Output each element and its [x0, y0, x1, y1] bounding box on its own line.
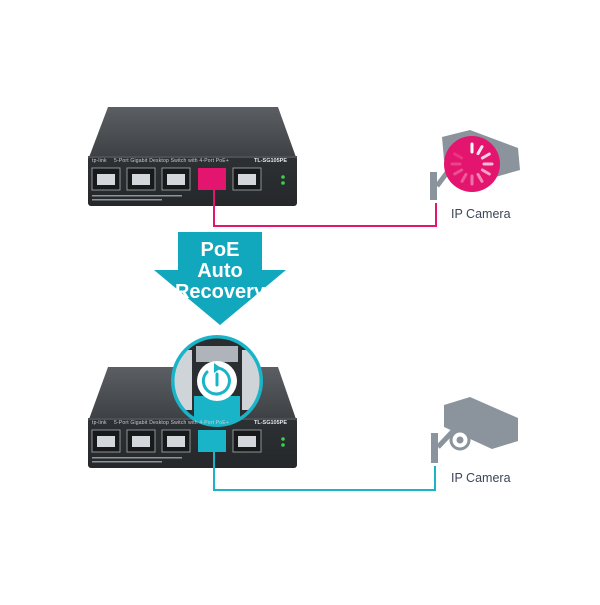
arrow-label-line-2: Auto [197, 260, 243, 282]
camera-top-icon [430, 130, 520, 200]
switch-bottom-spec: 5-Port Gigabit Desktop Switch with 4-Por… [114, 420, 229, 426]
switch-top-model: TL-SG105PE [254, 157, 288, 164]
camera-top-label: IP Camera [451, 207, 511, 221]
switch-bottom-brand: tp-link [92, 420, 107, 426]
recovery-arrow [154, 232, 286, 325]
loading-spinner-icon [450, 142, 494, 186]
switch-top-led [281, 175, 285, 179]
switch-top-brand: tp-link [92, 158, 107, 164]
arrow-label-line-1: PoE [200, 239, 240, 261]
cable-top-fault [213, 190, 437, 227]
cable-bottom-recovered [213, 452, 436, 491]
camera-top-fault-badge [444, 136, 500, 192]
switch-bottom-led [281, 437, 285, 441]
switch-top-lid [88, 107, 297, 160]
camera-bottom-label: IP Camera [451, 471, 511, 485]
camera-bottom-icon [431, 397, 518, 463]
switch-bottom-port-4-recovered [198, 430, 226, 452]
switch-bottom-ports [91, 429, 262, 453]
switch-top-spec: 5-Port Gigabit Desktop Switch with 4-Por… [114, 158, 229, 164]
power-restart-icon [201, 363, 231, 396]
switch-top [88, 107, 297, 206]
camera-bottom-body [444, 397, 518, 449]
switch-top-port-4-fault [198, 168, 226, 190]
switch-bottom-model: TL-SG105PE [254, 419, 288, 426]
arrow-label-line-3: Recovery [174, 281, 266, 303]
switch-top-ports [91, 167, 262, 191]
port-zoom-callout [171, 335, 263, 427]
